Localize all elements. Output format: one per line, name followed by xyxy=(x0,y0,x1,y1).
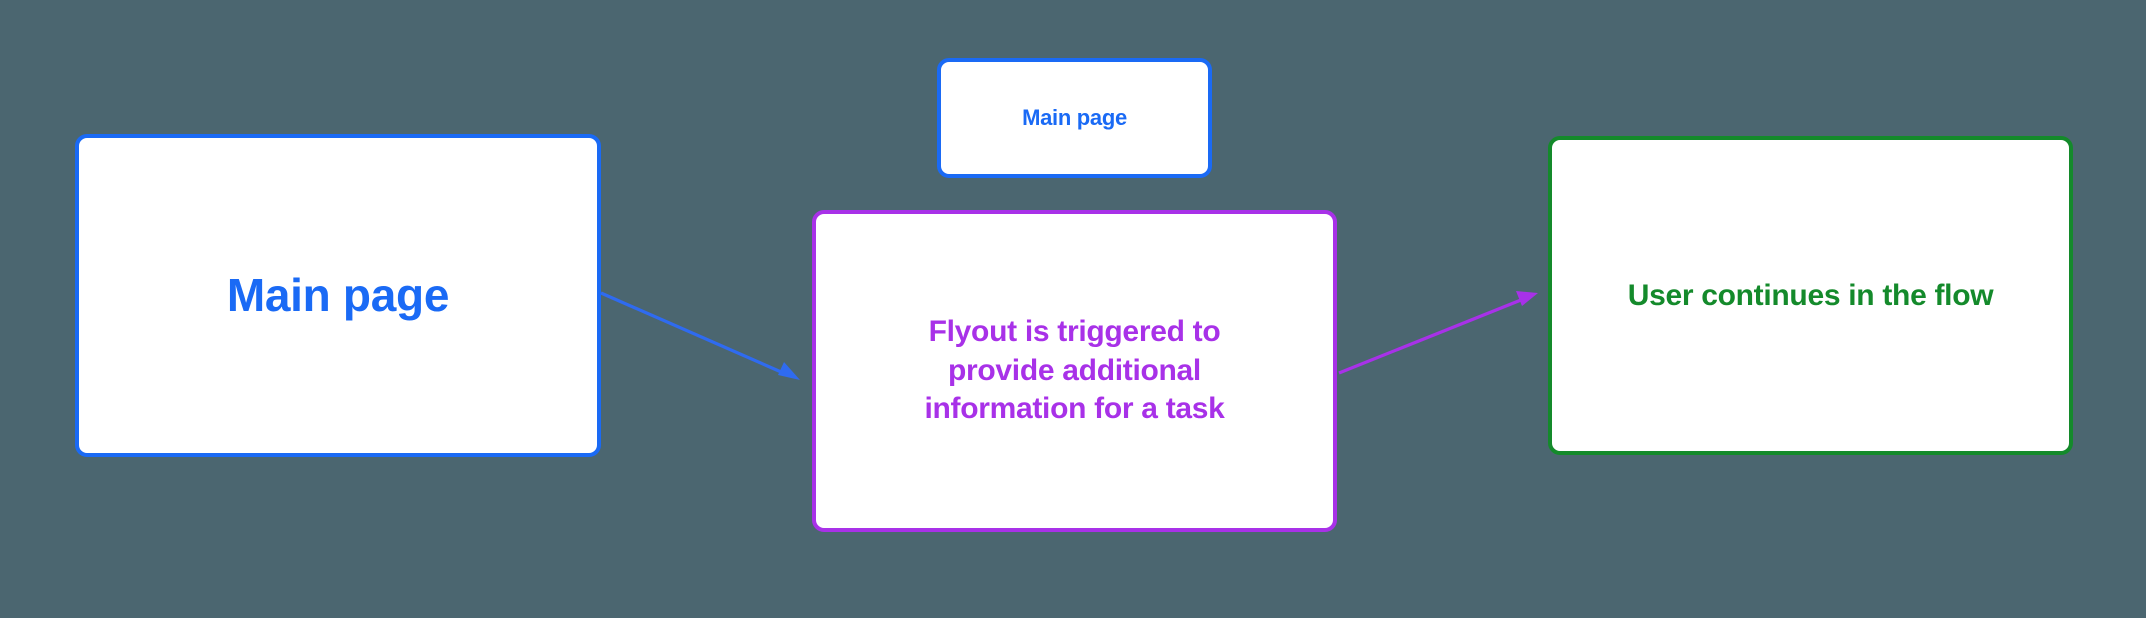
node-flyout-label-line-1: Flyout is triggered to xyxy=(928,315,1221,349)
node-main-page-small-label: Main page xyxy=(1022,104,1127,130)
edge-flyout-to-user-continues xyxy=(1338,291,1538,375)
node-flyout[interactable]: Flyout is triggered to provide additiona… xyxy=(812,210,1337,532)
edge-main-page-to-flyout-line xyxy=(600,291,789,377)
node-main-page-large[interactable]: Main page xyxy=(75,134,601,457)
node-user-continues[interactable]: User continues in the flow xyxy=(1548,136,2073,455)
node-main-page-large-label: Main page xyxy=(226,269,450,322)
node-user-continues-label: User continues in the flow xyxy=(1627,278,1994,312)
edge-main-page-to-flyout-arrowhead xyxy=(778,362,800,380)
node-flyout-label-line-3: information for a task xyxy=(924,392,1225,426)
node-main-page-small[interactable]: Main page xyxy=(937,58,1212,178)
edge-main-page-to-flyout xyxy=(600,291,800,380)
edge-flyout-to-user-continues-line xyxy=(1338,296,1527,375)
node-flyout-label: Flyout is triggered to provide additiona… xyxy=(924,313,1224,428)
edge-flyout-to-user-continues-arrowhead xyxy=(1516,291,1538,306)
node-flyout-label-line-2: provide additional xyxy=(948,353,1201,387)
